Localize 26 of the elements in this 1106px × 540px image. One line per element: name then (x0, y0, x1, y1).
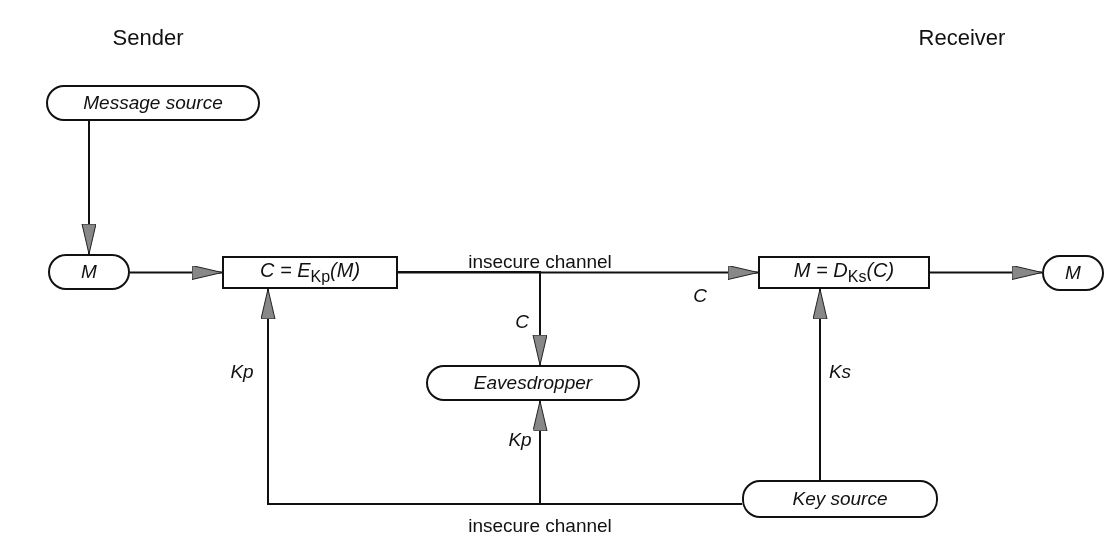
arrow (929, 265, 1043, 280)
process-box (222, 256, 398, 289)
node-text: Eavesdropper (473, 372, 593, 394)
rounded-box (426, 365, 640, 401)
rounded-box (48, 254, 130, 290)
channel-label: insecure channel (468, 251, 612, 273)
edge-label: Kp (506, 429, 534, 451)
arrow (81, 120, 97, 255)
rounded-box (742, 480, 938, 518)
column-heading: Receiver (918, 25, 1006, 51)
process-box (758, 256, 930, 289)
arrow (129, 265, 223, 280)
arrow (532, 400, 743, 505)
node-text: Message source (83, 92, 223, 114)
column-heading: Sender (112, 25, 184, 51)
rounded-box (46, 85, 260, 121)
node-text: M = D$_{Ks}$(C) (793, 259, 895, 286)
node-text: C = E$_{Kp}$(M) (259, 259, 361, 286)
arrow (397, 265, 759, 280)
arrow (397, 271, 548, 366)
node-text: M (1065, 262, 1081, 284)
node-text: M (81, 261, 97, 283)
node-text: Key source (792, 488, 888, 510)
rounded-box (1042, 255, 1104, 291)
channel-label: insecure channel (468, 515, 612, 537)
arrow (812, 288, 828, 481)
